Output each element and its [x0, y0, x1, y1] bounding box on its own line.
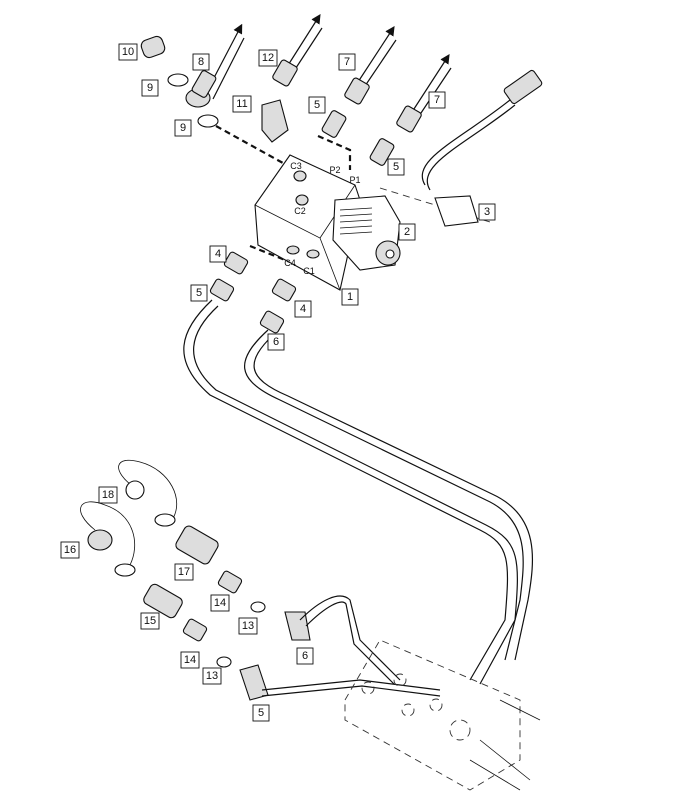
svg-text:17: 17: [178, 566, 190, 578]
svg-text:2: 2: [404, 226, 410, 238]
svg-text:14: 14: [184, 654, 196, 666]
tractor-frame: [344, 639, 541, 791]
svg-text:5: 5: [196, 287, 202, 299]
svg-text:7: 7: [434, 94, 440, 106]
svg-text:5: 5: [314, 99, 320, 111]
long-hoses: [183, 299, 534, 685]
callout-10: 10: [118, 43, 138, 61]
port-label-p1: P1: [349, 175, 360, 185]
callout-17: 17: [174, 563, 194, 581]
callout-4: 4: [294, 300, 312, 318]
upper-hoses: [204, 13, 452, 117]
port-label-c3: C3: [290, 161, 302, 171]
svg-text:8: 8: [198, 56, 204, 68]
svg-text:13: 13: [242, 620, 254, 632]
callout-13: 13: [238, 617, 258, 635]
callout-3: 3: [478, 203, 496, 221]
svg-text:6: 6: [273, 336, 279, 348]
upper-fittings: [140, 35, 422, 166]
svg-text:9: 9: [180, 122, 186, 134]
banjo-bolt: [140, 35, 166, 59]
svg-text:5: 5: [258, 707, 264, 719]
svg-text:12: 12: [262, 52, 274, 64]
port-label-c1: C1: [303, 266, 315, 276]
elbow-fitting: [261, 99, 289, 143]
callout-12: 12: [258, 49, 278, 67]
callout-11: 11: [232, 95, 252, 113]
callout-18: 18: [98, 486, 118, 504]
svg-text:10: 10: [122, 46, 134, 58]
port-label-c2: C2: [294, 206, 306, 216]
callout-1: 1: [341, 288, 359, 306]
svg-text:9: 9: [147, 82, 153, 94]
seal-ring: [197, 114, 219, 128]
svg-text:4: 4: [300, 303, 306, 315]
seal-ring: [167, 73, 189, 87]
svg-text:1: 1: [347, 291, 353, 303]
callout-6: 6: [267, 333, 285, 351]
callout-5: 5: [190, 284, 208, 302]
callout-9: 9: [141, 79, 159, 97]
svg-text:4: 4: [215, 248, 221, 260]
block-fittings: [209, 251, 297, 334]
svg-text:15: 15: [144, 615, 156, 627]
svg-text:7: 7: [344, 56, 350, 68]
port-label-p2: P2: [329, 165, 340, 175]
callouts: 10 9 8 12 7 5 11 9 7 5 2 3 4 5 1 4 6 18 …: [60, 43, 496, 722]
callout-7: 7: [428, 91, 446, 109]
callout-13: 13: [202, 667, 222, 685]
callout-15: 15: [140, 612, 160, 630]
svg-text:5: 5: [393, 161, 399, 173]
callout-14: 14: [180, 651, 200, 669]
svg-text:3: 3: [484, 206, 490, 218]
svg-text:6: 6: [302, 650, 308, 662]
callout-2: 2: [398, 223, 416, 241]
svg-text:11: 11: [236, 98, 247, 110]
callout-6: 6: [296, 647, 314, 665]
callout-14: 14: [210, 594, 230, 612]
callout-5: 5: [308, 96, 326, 114]
callout-4: 4: [209, 245, 227, 263]
svg-text:13: 13: [206, 670, 218, 682]
callout-16: 16: [60, 541, 80, 559]
solenoid: [332, 195, 401, 271]
svg-text:14: 14: [214, 597, 226, 609]
callout-9: 9: [174, 119, 192, 137]
svg-text:18: 18: [102, 489, 114, 501]
electrical-connector: [421, 69, 543, 227]
port-label-c4: C4: [284, 258, 296, 268]
svg-text:16: 16: [64, 544, 76, 556]
callout-8: 8: [192, 53, 210, 71]
quick-couplers: [80, 459, 441, 701]
callout-5: 5: [252, 704, 270, 722]
callout-5: 5: [387, 158, 405, 176]
callout-7: 7: [338, 53, 356, 71]
